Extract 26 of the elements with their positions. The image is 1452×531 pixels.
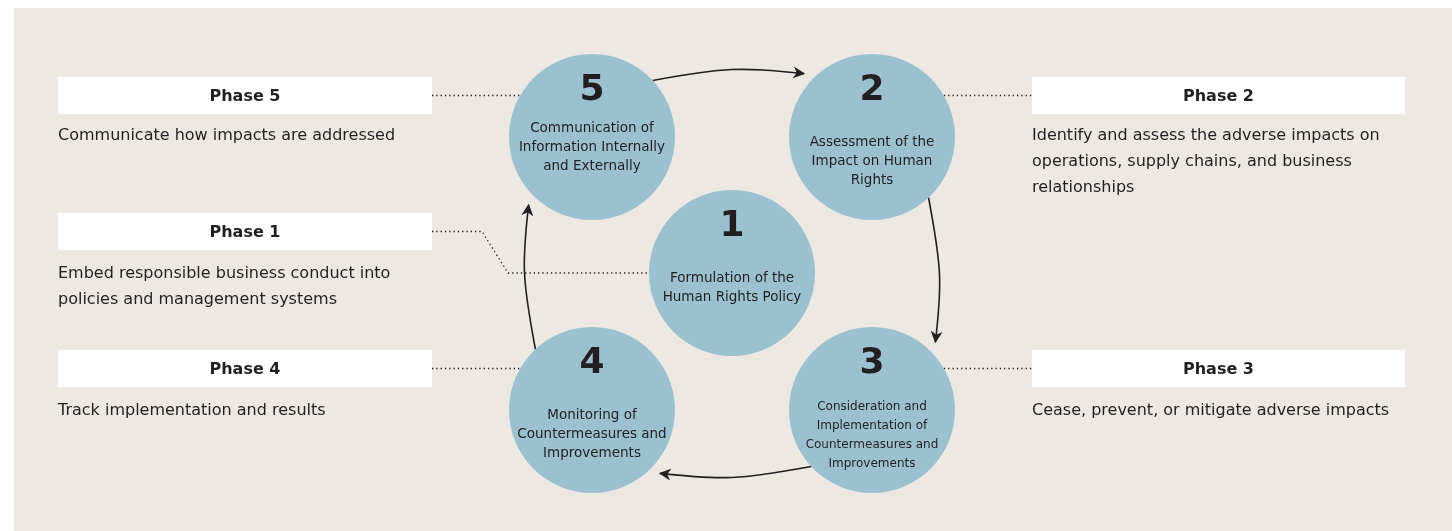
step-number: 2 (858, 68, 886, 108)
step-number: 3 (858, 341, 886, 381)
phase-heading: Phase 3 (1032, 350, 1405, 387)
step-title: Assessment of the Impact on Human Rights (808, 132, 936, 189)
phase-heading: Phase 5 (58, 77, 432, 114)
leader-line (943, 94, 1033, 97)
phase-description: Cease, prevent, or mitigate adverse impacts (1032, 399, 1391, 421)
leader-line (943, 367, 1033, 370)
step-title: Monitoring of Countermeasures and Improvements (516, 405, 668, 462)
step-number: 1 (718, 204, 746, 244)
phase-heading: Phase 4 (58, 350, 432, 387)
step-number: 4 (578, 341, 606, 381)
step-title: Consideration and Implementation of Countermeasures and Improvements (804, 398, 940, 472)
step-title: Formulation of the Human Rights Policy (661, 268, 803, 306)
phase-heading: Phase 2 (1032, 77, 1405, 114)
cycle-arrow (651, 66, 806, 82)
cycle-arrow (658, 465, 813, 481)
step-number: 5 (578, 68, 606, 108)
cycle-arrow (521, 203, 537, 351)
cycle-arrow (927, 196, 943, 344)
step-title: Communication of Information Internally and Externally (517, 118, 667, 175)
phase-description: Communicate how impacts are addressed (58, 124, 397, 146)
phase-heading: Phase 1 (58, 213, 432, 250)
phase-description: Track implementation and results (58, 399, 327, 421)
phase-description: Embed responsible business conduct into policies and management systems (58, 262, 392, 310)
phase-description: Identify and assess the adverse impacts on operations, supply chains, and business relationships (1032, 124, 1381, 198)
